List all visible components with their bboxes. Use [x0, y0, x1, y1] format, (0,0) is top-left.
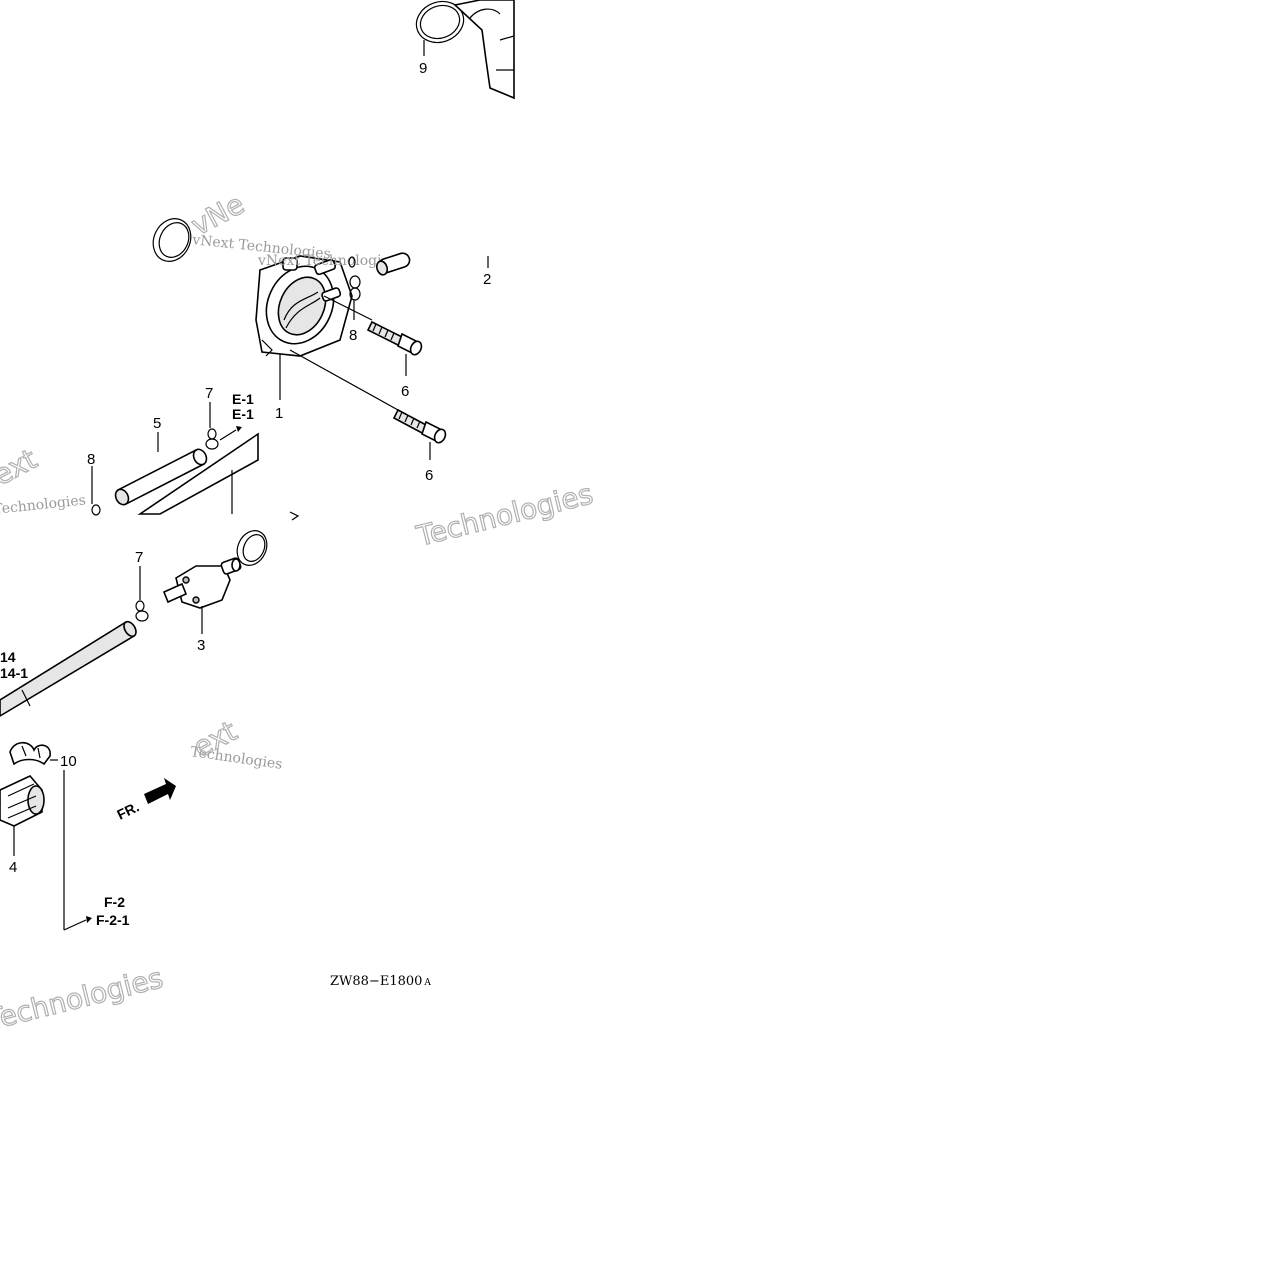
callout-6-upper: 6 [401, 383, 409, 400]
watermark-2: vNext Technologies [257, 253, 397, 269]
callout-10: 10 [60, 753, 77, 770]
part-7-clip-lower [135, 600, 149, 622]
callout-8-lower: 8 [87, 451, 95, 468]
watermark-8: ext [0, 442, 42, 492]
ref-f2-1: F-2-1 [96, 912, 130, 928]
long-tube-upper [137, 432, 259, 515]
o-ring-left [152, 218, 192, 262]
callout-9: 9 [419, 60, 427, 77]
part-6-bolt-lower [392, 408, 447, 444]
housing-top [453, 0, 515, 100]
callout-6-lower: 6 [425, 467, 433, 484]
watermark-3: Technologies [0, 492, 87, 518]
callout-5: 5 [153, 415, 161, 432]
callout-3: 3 [197, 637, 205, 654]
part-10-bracket [9, 741, 51, 766]
part-8-clip-upper [348, 256, 361, 301]
part-1-pump-body [255, 255, 353, 357]
part-4-gear [0, 775, 45, 827]
front-direction-label: FR. [114, 798, 141, 822]
callout-2: 2 [483, 271, 491, 288]
callout-7-lower: 7 [135, 549, 143, 566]
part-7-clip-upper [205, 428, 219, 450]
ref-f2: F-2 [104, 894, 125, 910]
callout-7-upper: 7 [205, 385, 213, 402]
part-6-bolt-upper [366, 320, 423, 356]
diagram-code-main: ZW88−E1800 [330, 974, 422, 989]
part-3-valve [162, 557, 242, 609]
watermark-4: Technologies [413, 477, 596, 553]
part-5-hose [114, 448, 208, 506]
ref-e1-b: E-1 [232, 406, 254, 422]
callout-8-upper: 8 [349, 327, 357, 344]
front-direction-arrow-icon [144, 778, 176, 804]
part-9-o-ring [415, 0, 465, 44]
ref-14: 14 [0, 649, 16, 665]
callout-1: 1 [275, 405, 283, 422]
diagram-code-suffix: A [423, 978, 431, 988]
part-2-hose [375, 252, 411, 276]
callout-4: 4 [9, 859, 17, 876]
ref-14-1: 14-1 [0, 665, 28, 681]
ref-e1-a: E-1 [232, 391, 254, 407]
o-ring-valve [236, 530, 268, 566]
long-tube-lower [0, 620, 137, 717]
watermark-6: Technologies [0, 961, 166, 1037]
